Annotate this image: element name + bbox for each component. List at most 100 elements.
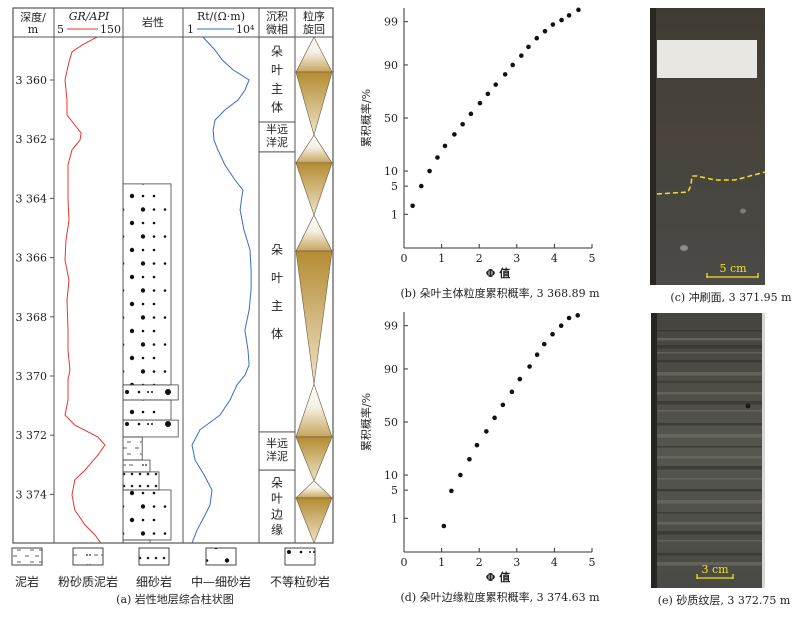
caption-c: (c) 冲刷面, 3 371.95 m (670, 290, 792, 304)
lamina (657, 330, 762, 332)
data-point (474, 442, 480, 448)
lithology-layer-silty_mud (122, 459, 151, 473)
lithology-header: 岩性 (142, 15, 164, 29)
facies-label-box: 半远洋泥 (266, 437, 288, 464)
gr-min: 5 (57, 23, 64, 36)
rt-max: 10⁴ (236, 23, 255, 36)
y-axis-label: 累积概率/% (359, 89, 373, 147)
photo-c-scour-surface: 5 cm (c) 冲刷面, 3 371.95 m (650, 8, 792, 304)
legend-swatch-silty_mud (72, 547, 104, 566)
cycle-lower-triangle (295, 250, 333, 385)
depth-tick-label: 3 372 (16, 429, 48, 442)
data-point (550, 331, 555, 337)
x-tick-label: 5 (589, 252, 596, 265)
data-point (519, 53, 524, 58)
cycle-upper-triangle (295, 36, 333, 73)
caption-e: (e) 砂质纹层, 3 372.75 m (658, 593, 791, 607)
facies-box (258, 36, 296, 123)
clast (680, 245, 688, 251)
x-tick-label: 2 (476, 252, 483, 265)
caption-a: (a) 岩性地层综合柱状图 (116, 592, 234, 606)
column-frame (12, 7, 334, 544)
data-point (485, 91, 491, 97)
data-point (467, 456, 472, 462)
lithostratigraphic-column: 深度/ m GR/API 5 150 岩性 Rt/(Ω·m) 1 10⁴ 沉积 … (11, 7, 334, 606)
lamina (657, 489, 762, 492)
facies-label-char: 体 (271, 101, 283, 115)
data-point (452, 132, 457, 137)
facies-label-char: 边 (271, 507, 283, 521)
cycle-upper-triangle (295, 480, 333, 499)
lamina (657, 540, 762, 542)
facies-label-char: 叶 (271, 271, 283, 285)
y-axis-label: 累积概率/% (359, 393, 373, 451)
y-tick-label: 99 (384, 16, 398, 29)
cycle-upper-triangle (295, 134, 333, 164)
x-tick-label: 3 (513, 252, 520, 265)
data-point (410, 203, 415, 209)
data-point (458, 472, 463, 478)
depth-tick-label: 3 366 (16, 252, 48, 265)
x-tick-label: 4 (551, 556, 558, 569)
lamina (657, 338, 762, 341)
x-tick-label: 5 (589, 556, 596, 569)
cycle-upper-triangle (295, 214, 333, 252)
lamina (657, 392, 762, 395)
lamina (657, 562, 762, 566)
data-point (500, 402, 506, 408)
data-point (468, 111, 474, 117)
scour-surface-line (656, 171, 766, 195)
lithology-layer-medium_fine (122, 489, 172, 541)
data-point (550, 22, 556, 27)
legend-label: 泥岩 (15, 574, 39, 589)
gr-max: 150 (100, 23, 121, 36)
facies-label-char: 体 (271, 327, 283, 341)
data-point (492, 415, 497, 421)
facies-header: 沉积 (266, 10, 288, 23)
gr-header: GR/API (69, 10, 110, 23)
facies-label-char: 朵 (271, 476, 283, 490)
column-dividers (53, 8, 296, 543)
lamina (657, 478, 762, 480)
facies-label-char: 叶 (271, 492, 283, 506)
data-point (493, 82, 499, 87)
facies-label: 半远洋泥 (266, 437, 288, 464)
facies-label-char: 主 (271, 82, 283, 96)
lithology-layer-fine (122, 471, 160, 491)
data-point (427, 168, 432, 174)
cycle-lower-triangle (295, 162, 333, 216)
data-point (542, 28, 548, 34)
data-point (502, 72, 508, 77)
depth-tick-label: 3 362 (16, 133, 48, 146)
dark-spot (745, 403, 751, 409)
lamina (657, 553, 762, 556)
data-point (534, 35, 540, 41)
data-point (418, 183, 424, 189)
data-point (484, 429, 489, 434)
chart-caption: (b) 朵叶主体粒度累积概率, 3 368.89 m (400, 286, 600, 300)
cycle-header: 粒序 (303, 9, 325, 23)
x-tick-label: 0 (401, 556, 408, 569)
depth-tick-label: 3 374 (16, 488, 48, 501)
data-point (566, 13, 572, 18)
data-point (477, 100, 483, 106)
cycle-lower-triangle (295, 71, 333, 137)
data-point (526, 44, 531, 50)
data-point (559, 17, 564, 23)
y-tick-label: 5 (391, 484, 398, 497)
lithology-legend: 泥岩粉砂质泥岩细砂岩中—细砂岩不等粒砂岩 (11, 547, 330, 589)
rt-min: 1 (187, 23, 194, 36)
x-axis-label: Φ 值 (486, 266, 510, 280)
data-point (509, 389, 515, 395)
data-point (510, 62, 515, 68)
lithology-layer-mud (122, 436, 143, 461)
facies-label-char: 主 (271, 299, 283, 313)
legend-swatch-unequal (284, 547, 316, 566)
y-tick-label: 5 (391, 180, 398, 193)
legend-label: 不等粒砂岩 (270, 574, 330, 589)
x-axis-label: Φ 值 (486, 570, 510, 584)
cycle-upper-triangle (295, 383, 333, 438)
x-tick-label: 3 (513, 556, 520, 569)
lithology-layer-medium_fine (122, 399, 172, 421)
